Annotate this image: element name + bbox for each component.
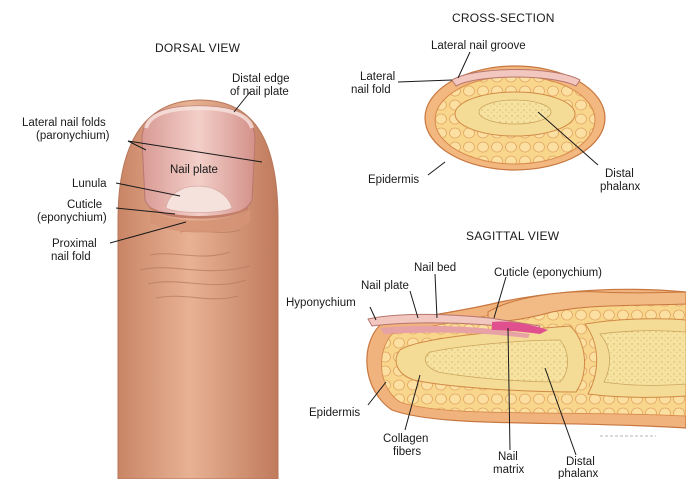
label-lateral-fold-line1: Lateral	[360, 71, 395, 83]
label-collagen-line1: Collagen	[383, 433, 428, 445]
label-sg-epidermis: Epidermis	[309, 407, 360, 419]
label-lunula: Lunula	[72, 178, 107, 190]
label-cuticle-line1: Cuticle	[67, 199, 102, 211]
label-cs-phalanx-line2: phalanx	[600, 181, 641, 193]
sagittal-view: SAGITTAL VIEW Nail bed	[286, 229, 686, 479]
label-nail-bed: Nail bed	[414, 262, 456, 274]
label-sg-nail-plate: Nail plate	[361, 280, 409, 292]
label-hyponychium: Hyponychium	[286, 297, 356, 309]
label-lateral-groove: Lateral nail groove	[431, 40, 526, 52]
label-collagen-line2: fibers	[393, 446, 421, 458]
label-nail-plate: Nail plate	[170, 164, 218, 176]
leader-nail-bed	[435, 274, 437, 318]
label-lateral-fold-line2: nail fold	[351, 84, 391, 96]
leader-cs-epidermis	[428, 162, 445, 175]
label-sg-cuticle: Cuticle (eponychium)	[494, 267, 602, 279]
label-proximal-line1: Proximal	[52, 238, 97, 250]
sagittal-view-title: SAGITTAL VIEW	[466, 229, 560, 243]
label-sg-phalanx-line1: Distal	[566, 456, 595, 468]
dorsal-view-title: DORSAL VIEW	[155, 41, 241, 55]
label-sg-phalanx-line2: phalanx	[558, 468, 599, 479]
label-matrix-line2: matrix	[493, 464, 525, 476]
dorsal-view: DORSAL VIEW Distal ed	[22, 41, 290, 479]
label-lateral-folds-line2: (paronychium)	[36, 130, 110, 142]
label-lateral-folds-line1: Lateral nail folds	[22, 117, 106, 129]
cross-section-title: CROSS-SECTION	[452, 11, 555, 25]
label-cs-epidermis: Epidermis	[368, 174, 419, 186]
label-matrix-line1: Nail	[498, 451, 518, 463]
cross-section-view: CROSS-SECTION Lateral nail groove Latera…	[351, 11, 641, 193]
cross-section-marrow	[479, 100, 551, 124]
sagittal-middle-marrow	[600, 331, 686, 386]
label-cs-phalanx-line1: Distal	[605, 168, 634, 180]
leader-lateral-fold	[398, 80, 452, 82]
label-distal-edge-line2: of nail plate	[230, 86, 289, 98]
label-cuticle-line2: (eponychium)	[37, 212, 107, 224]
label-distal-edge-line1: Distal edge	[232, 73, 290, 85]
label-proximal-line2: nail fold	[51, 251, 91, 263]
